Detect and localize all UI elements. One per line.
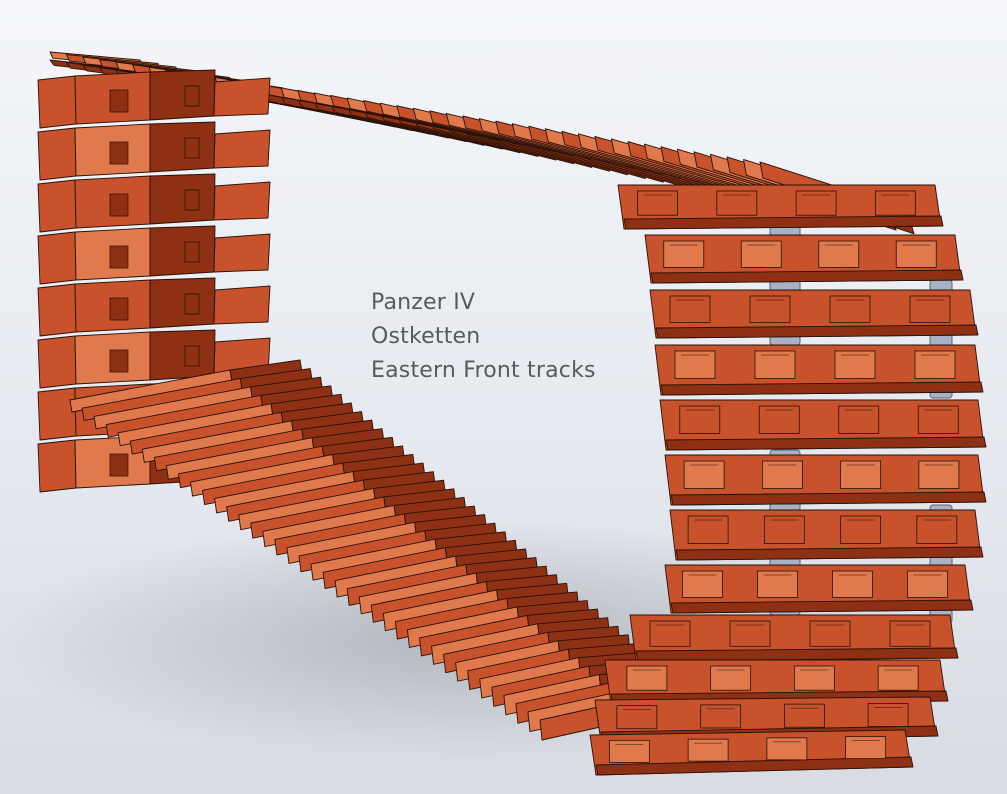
track-link <box>37 179 77 233</box>
link-slot <box>109 141 129 165</box>
link-window <box>674 350 716 379</box>
link-slot <box>109 245 129 269</box>
link-window <box>757 570 798 598</box>
link-window <box>914 350 956 379</box>
link-window <box>818 240 860 268</box>
caption-description: Eastern Front tracks <box>371 358 596 383</box>
link-window <box>710 665 752 691</box>
track-link <box>149 225 216 277</box>
link-window <box>740 240 782 268</box>
track-link <box>37 75 77 129</box>
link-window <box>916 515 958 544</box>
link-window <box>840 515 882 544</box>
link-window <box>907 570 948 598</box>
track-link <box>655 324 979 339</box>
link-window <box>687 515 729 544</box>
link-window <box>749 295 791 323</box>
link-slot <box>184 85 200 107</box>
link-window <box>834 350 876 379</box>
link-window <box>795 190 837 216</box>
track-link <box>37 387 77 441</box>
track-link <box>149 173 216 225</box>
track-link <box>149 121 216 173</box>
link-window <box>663 240 705 268</box>
caption-title: Panzer IV <box>371 290 476 315</box>
caption-block: Panzer IV Ostketten Eastern Front tracks <box>371 286 596 388</box>
link-window <box>766 737 808 761</box>
link-window <box>793 665 835 691</box>
link-window <box>761 460 803 489</box>
link-window <box>867 702 909 727</box>
link-window <box>700 704 742 729</box>
track-link <box>670 491 987 506</box>
track-link <box>37 127 77 181</box>
link-window <box>682 570 723 598</box>
front-track-face <box>589 184 987 776</box>
track-link <box>650 269 964 284</box>
link-window <box>669 295 711 323</box>
track-link <box>623 215 944 230</box>
track-link <box>660 381 984 396</box>
link-slot <box>109 193 129 217</box>
track-link <box>213 77 271 117</box>
link-slot <box>184 293 200 315</box>
link-window <box>679 405 721 434</box>
link-slot <box>109 297 129 321</box>
track-link <box>213 129 271 169</box>
bottom-track-run <box>69 359 703 741</box>
track-link <box>635 647 959 662</box>
link-window <box>783 703 825 728</box>
track-link <box>213 233 271 273</box>
link-window <box>874 190 916 216</box>
top-track-run <box>49 51 914 227</box>
track-link <box>37 439 77 493</box>
track-link <box>149 277 216 329</box>
link-window <box>829 295 871 323</box>
track-link <box>670 599 974 614</box>
link-slot <box>184 189 200 211</box>
link-window <box>716 190 758 216</box>
link-window <box>877 665 919 691</box>
track-link <box>149 329 216 381</box>
link-slot <box>109 89 129 113</box>
link-window <box>840 460 882 489</box>
track-link <box>37 231 77 285</box>
link-window <box>909 295 951 323</box>
link-window <box>838 405 880 434</box>
link-slot <box>184 137 200 159</box>
link-window <box>763 515 805 544</box>
link-window <box>845 736 887 760</box>
link-window <box>616 705 658 730</box>
caption-subtitle: Ostketten <box>371 324 481 349</box>
link-window <box>683 460 725 489</box>
link-window <box>832 570 873 598</box>
link-window <box>918 460 960 489</box>
track-link <box>37 335 77 389</box>
track-link <box>37 283 77 337</box>
link-window <box>917 405 959 434</box>
link-window <box>754 350 796 379</box>
link-window <box>758 405 800 434</box>
link-window <box>608 739 650 763</box>
track-link <box>149 69 216 121</box>
track-link <box>665 436 987 451</box>
link-slot <box>184 345 200 367</box>
track-link <box>675 546 984 561</box>
link-window <box>626 665 668 691</box>
link-window <box>895 240 937 268</box>
link-window <box>687 738 729 762</box>
link-slot <box>184 241 200 263</box>
track-link <box>213 181 271 221</box>
link-slot <box>109 453 129 477</box>
link-window <box>637 190 679 216</box>
track-link <box>213 285 271 325</box>
link-slot <box>109 349 129 373</box>
